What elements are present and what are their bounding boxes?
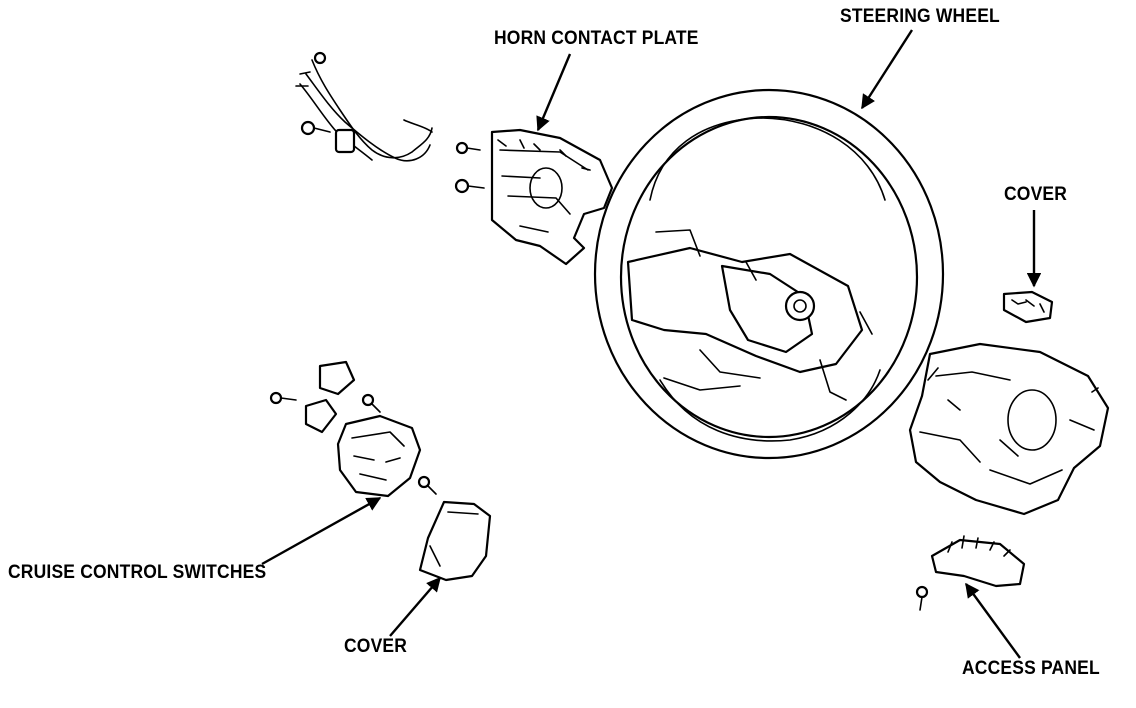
arrow-access-panel xyxy=(965,582,1021,659)
cruise-control-switches-part xyxy=(269,360,437,498)
screw-icon xyxy=(455,141,469,155)
screw-icon xyxy=(915,585,929,599)
switch-clip xyxy=(304,398,338,434)
label-cover-right: COVER xyxy=(1004,184,1068,205)
screw-icon xyxy=(361,393,375,407)
arrow-steering-wheel xyxy=(860,29,914,110)
arrow-cruise-control-switches xyxy=(261,496,382,566)
label-cruise-control-switches: CRUISE CONTROL SWITCHES xyxy=(8,562,267,583)
label-access-panel: ACCESS PANEL xyxy=(962,658,1100,679)
leader-arrows xyxy=(261,29,1042,659)
label-cover-left: COVER xyxy=(344,636,408,657)
switch-bracket xyxy=(318,360,356,396)
screw-icon xyxy=(454,178,470,194)
label-steering-wheel: STEERING WHEEL xyxy=(840,6,1000,27)
cover-right-part xyxy=(1002,290,1054,324)
bolt-icon xyxy=(300,120,316,136)
steering-wheel xyxy=(593,88,945,460)
rear-cover-assembly xyxy=(908,342,1110,516)
arrow-horn-contact-plate xyxy=(536,53,572,132)
harness-connector xyxy=(334,128,356,154)
horn-contact-plate xyxy=(454,128,614,266)
bolt-icon xyxy=(313,51,327,65)
screw-icon xyxy=(417,475,431,489)
screw-icon xyxy=(269,391,283,405)
cover-left-part xyxy=(418,500,492,582)
access-panel-part xyxy=(915,535,1026,611)
label-horn-contact-plate: HORN CONTACT PLATE xyxy=(494,28,699,49)
hub-bolt-icon xyxy=(784,290,816,322)
arrow-cover-left xyxy=(389,576,441,637)
wiring-harness xyxy=(295,51,433,162)
